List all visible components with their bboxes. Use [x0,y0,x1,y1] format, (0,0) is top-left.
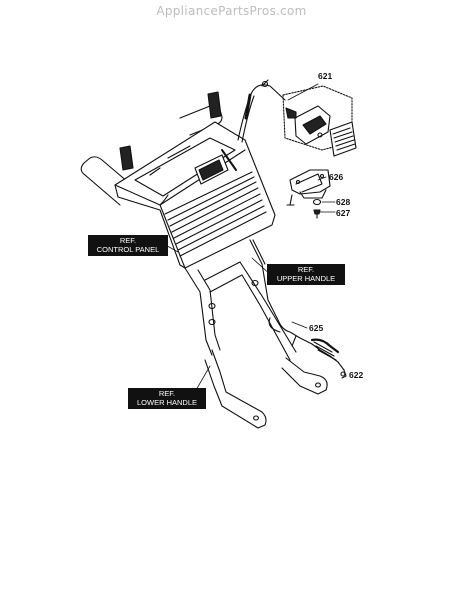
ref-label-control-panel: REF. CONTROL PANEL [88,235,168,256]
part-number-621: 621 [318,71,333,81]
ref-label-lower-handle-line2: LOWER HANDLE [136,397,197,407]
ref-label-upper-handle-line1: REF. [297,265,315,274]
watermark: AppliancePartsPros.com [156,4,307,18]
light-cable [237,79,286,143]
washer-and-screw [312,198,322,219]
part-number-625: 625 [309,323,324,333]
control-panel-housing [114,121,276,269]
ref-label-upper-handle-line2: UPPER HANDLE [276,273,336,283]
part-number-622: 622 [349,370,364,380]
left-grip [80,145,136,206]
bracket-626 [286,169,331,206]
ref-label-upper-handle: REF. UPPER HANDLE [267,264,345,285]
wire-harness [249,239,347,379]
part-number-627: 627 [336,208,351,218]
lower-handle [204,349,328,429]
ref-label-control-panel-line1: REF. [119,236,137,245]
upper-handle-tube [184,261,297,361]
ref-label-lower-handle-line1: REF. [158,389,176,398]
lamp-assembly [282,85,357,157]
ref-label-lower-handle: REF. LOWER HANDLE [128,388,206,409]
part-number-626: 626 [329,172,344,182]
part-number-628: 628 [336,197,351,207]
ref-label-control-panel-line2: CONTROL PANEL [96,244,160,254]
